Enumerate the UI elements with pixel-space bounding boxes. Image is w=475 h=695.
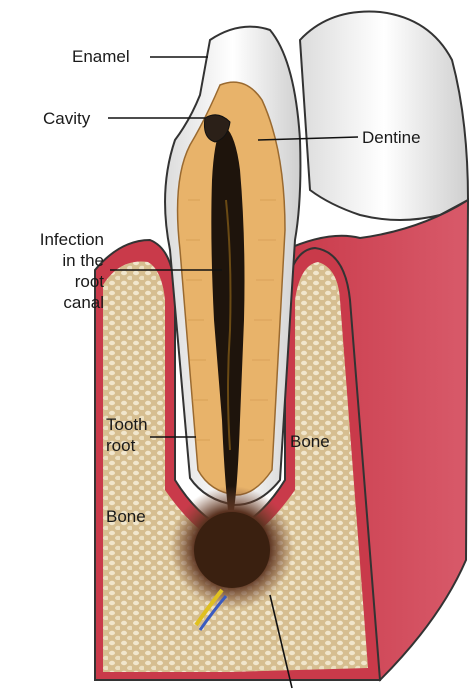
label-bone-left: Bone xyxy=(106,507,146,526)
label-enamel: Enamel xyxy=(72,47,130,66)
label-bone-right: Bone xyxy=(290,432,330,451)
back-tooth-crown xyxy=(300,12,468,220)
label-cavity: Cavity xyxy=(43,109,91,128)
label-tooth-root-1: Tooth xyxy=(106,415,148,434)
abscess-core xyxy=(194,512,270,588)
label-infection-4: canal xyxy=(63,293,104,312)
label-infection-3: root xyxy=(75,272,105,291)
label-dentine: Dentine xyxy=(362,128,421,147)
label-infection-1: Infection xyxy=(40,230,104,249)
label-infection-2: in the xyxy=(62,251,104,270)
label-tooth-root-2: root xyxy=(106,436,136,455)
